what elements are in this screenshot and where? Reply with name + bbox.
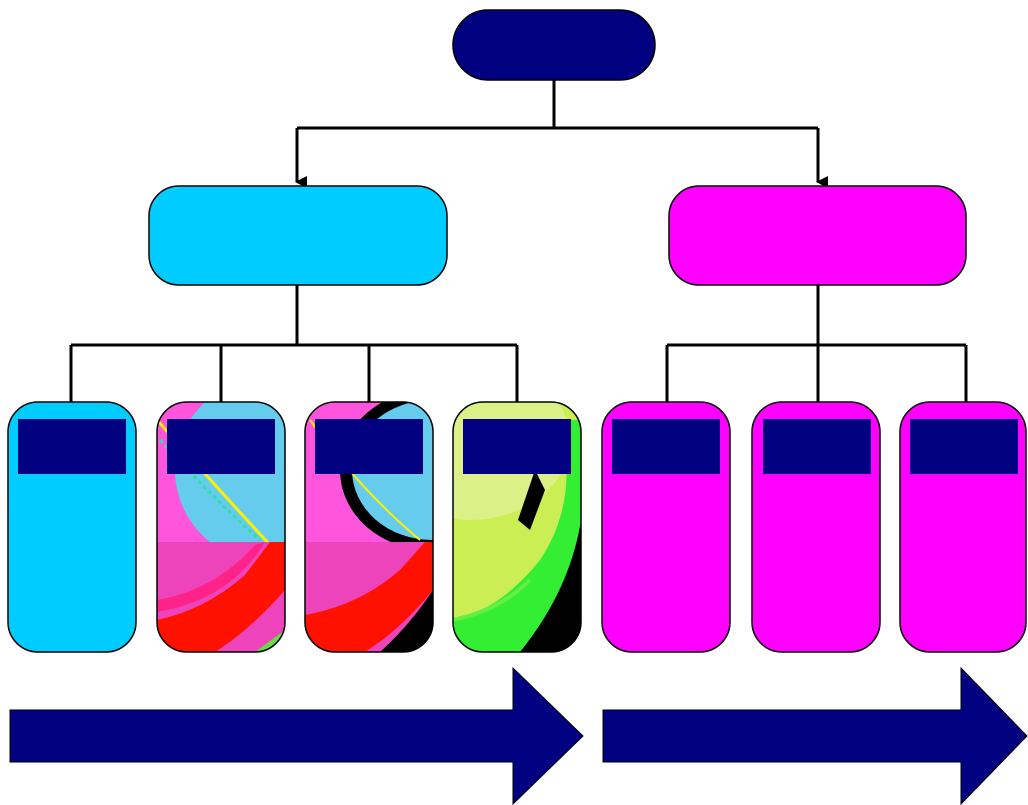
child-card-magenta-1 — [601, 401, 731, 653]
child-card-cyan-2 — [156, 401, 286, 653]
child-card-cyan-4 — [452, 401, 582, 653]
child-card-cyan-1 — [7, 401, 137, 653]
child-card-header — [167, 419, 275, 474]
branch-node-cyan — [148, 185, 448, 286]
root-node — [452, 9, 656, 81]
child-card-magenta-2 — [751, 401, 881, 653]
child-card-header — [463, 419, 571, 474]
right-block-arrow-2 — [602, 666, 1028, 805]
child-card-header — [315, 419, 423, 474]
child-card-header — [612, 419, 720, 474]
child-card-magenta-3 — [899, 401, 1027, 653]
child-card-header — [18, 419, 126, 474]
child-card-header — [910, 419, 1018, 474]
branch-node-magenta — [668, 185, 967, 286]
child-card-header — [763, 419, 871, 474]
connectors — [69, 80, 968, 402]
child-card-cyan-3 — [304, 401, 434, 653]
right-block-arrow-1 — [9, 666, 584, 805]
